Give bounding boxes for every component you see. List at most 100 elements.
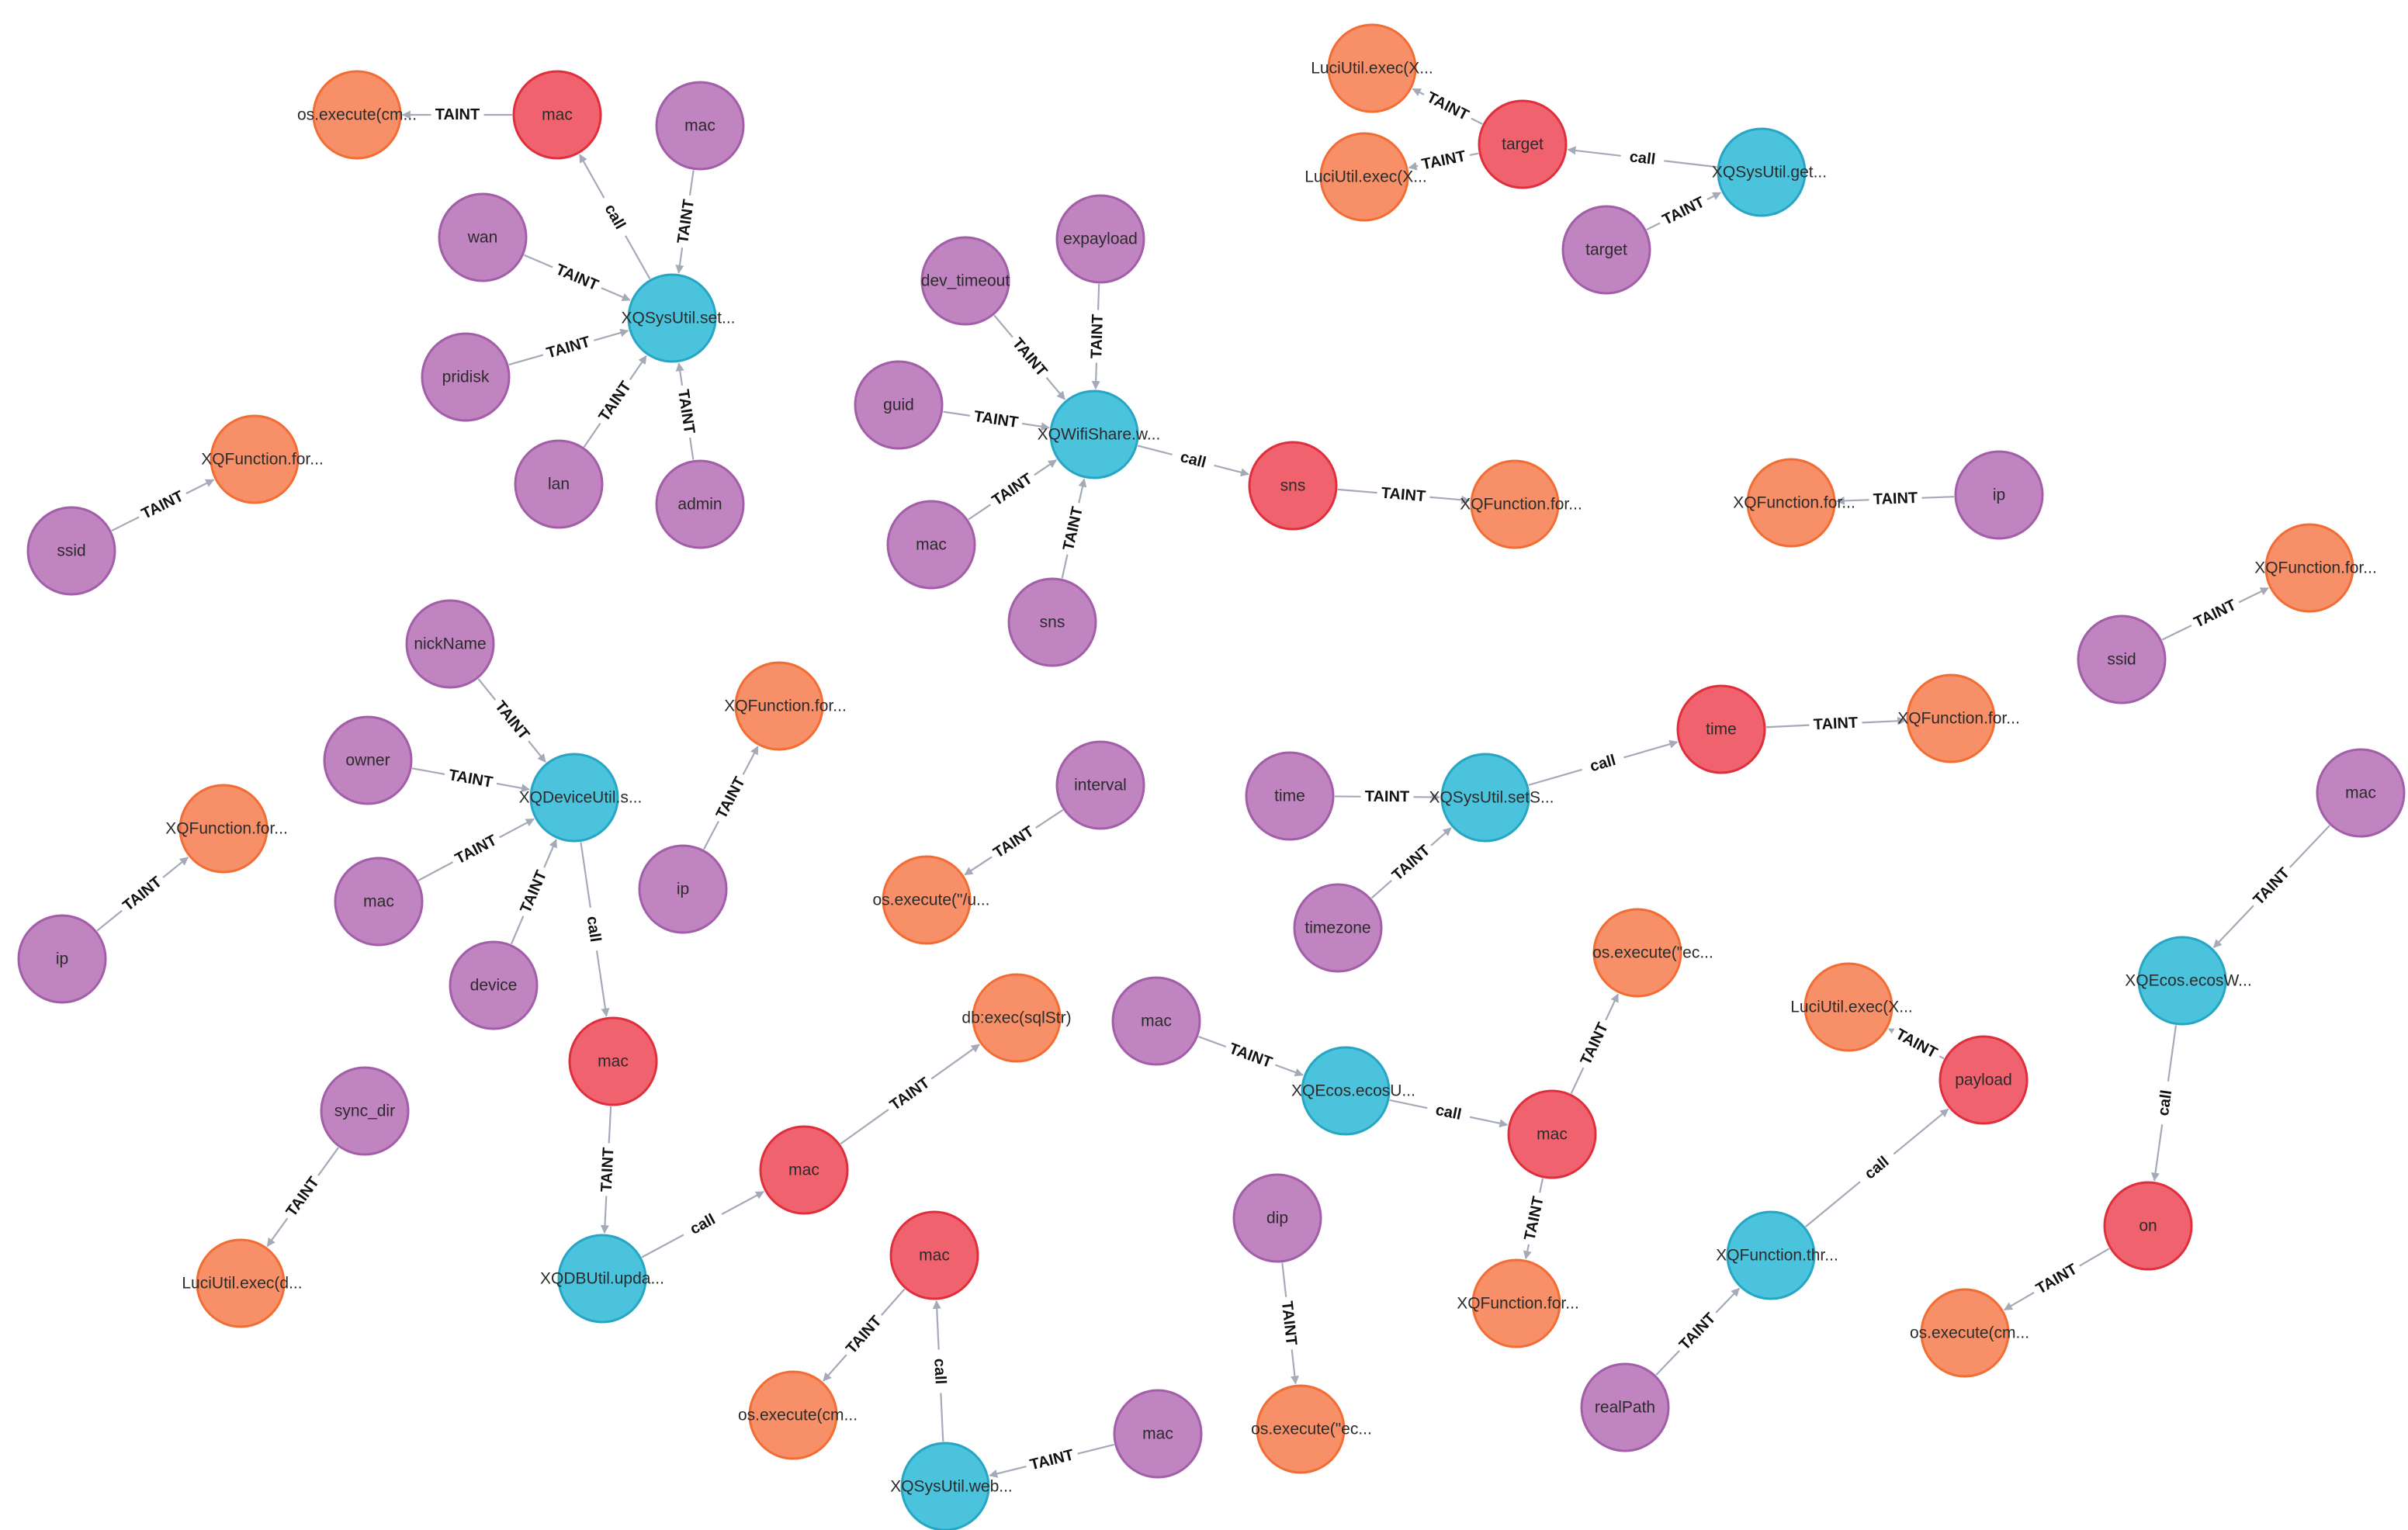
sink-node-os-execute-cm[interactable]: os.execute(cm... bbox=[738, 1370, 858, 1460]
param-node-mac[interactable]: mac bbox=[2316, 748, 2406, 838]
sink-node-xqfunction-for[interactable]: XQFunction.for... bbox=[1897, 673, 2020, 763]
param-node-circle[interactable] bbox=[920, 236, 1010, 326]
sink-node-circle[interactable] bbox=[312, 70, 402, 160]
sink-node-circle[interactable] bbox=[178, 784, 269, 874]
param-node-nickname[interactable]: nickName bbox=[405, 599, 495, 689]
var-node-mac[interactable]: mac bbox=[759, 1125, 849, 1215]
param-node-circle[interactable] bbox=[1055, 740, 1145, 830]
param-node-expayload[interactable]: expayload bbox=[1055, 194, 1145, 284]
sink-node-circle[interactable] bbox=[882, 855, 972, 945]
sink-node-xqfunction-for[interactable]: XQFunction.for... bbox=[1460, 459, 1582, 549]
sink-node-xqfunction-for[interactable]: XQFunction.for... bbox=[1733, 458, 1855, 548]
param-node-dev-timeout[interactable]: dev_timeout bbox=[920, 236, 1010, 326]
param-node-realpath[interactable]: realPath bbox=[1580, 1362, 1670, 1452]
function-node-xqfunction-thr[interactable]: XQFunction.thr... bbox=[1716, 1210, 1838, 1300]
param-node-mac[interactable]: mac bbox=[655, 81, 745, 171]
param-node-ip[interactable]: ip bbox=[17, 914, 107, 1004]
var-node-circle[interactable] bbox=[1248, 441, 1338, 531]
param-node-circle[interactable] bbox=[1111, 976, 1201, 1066]
param-node-mac[interactable]: mac bbox=[886, 500, 976, 590]
sink-node-xqfunction-for[interactable]: XQFunction.for... bbox=[201, 414, 324, 504]
param-node-mac[interactable]: mac bbox=[1111, 976, 1201, 1066]
param-node-circle[interactable] bbox=[438, 192, 528, 282]
sink-node-xqfunction-for[interactable]: XQFunction.for... bbox=[2254, 523, 2377, 613]
sink-node-circle[interactable] bbox=[1592, 908, 1682, 998]
param-node-circle[interactable] bbox=[514, 439, 604, 529]
sink-node-circle[interactable] bbox=[748, 1370, 838, 1460]
param-node-lan[interactable]: lan bbox=[514, 439, 604, 529]
function-node-circle[interactable] bbox=[627, 273, 717, 363]
param-node-circle[interactable] bbox=[1007, 577, 1097, 667]
function-node-xqsysutil-web[interactable]: XQSysUtil.web... bbox=[890, 1442, 1013, 1530]
param-node-circle[interactable] bbox=[1055, 194, 1145, 284]
param-node-ssid[interactable]: ssid bbox=[2077, 614, 2167, 704]
var-node-circle[interactable] bbox=[512, 70, 602, 160]
param-node-circle[interactable] bbox=[323, 715, 413, 805]
var-node-time[interactable]: time bbox=[1676, 684, 1766, 774]
sink-node-circle[interactable] bbox=[972, 973, 1062, 1063]
sink-node-luciutil-exec-x[interactable]: LuciUtil.exec(X... bbox=[1304, 132, 1427, 222]
function-node-xqdbutil-upda[interactable]: XQDBUtil.upda... bbox=[540, 1234, 664, 1324]
function-node-xqdeviceutil-s[interactable]: XQDeviceUtil.s... bbox=[519, 753, 643, 843]
param-node-timezone[interactable]: timezone bbox=[1293, 883, 1383, 973]
var-node-mac[interactable]: mac bbox=[889, 1210, 979, 1300]
function-node-circle[interactable] bbox=[2137, 936, 2227, 1026]
param-node-target[interactable]: target bbox=[1561, 205, 1651, 295]
param-node-circle[interactable] bbox=[655, 459, 745, 549]
param-node-circle[interactable] bbox=[1954, 450, 2044, 540]
function-node-circle[interactable] bbox=[529, 753, 619, 843]
param-node-wan[interactable]: wan bbox=[438, 192, 528, 282]
sink-node-circle[interactable] bbox=[210, 414, 300, 504]
param-node-circle[interactable] bbox=[1245, 751, 1335, 841]
param-node-circle[interactable] bbox=[655, 81, 745, 171]
sink-node-os-execute-u[interactable]: os.execute("/u... bbox=[872, 855, 990, 945]
param-node-mac[interactable]: mac bbox=[334, 857, 424, 947]
sink-node-circle[interactable] bbox=[1319, 132, 1409, 222]
param-node-circle[interactable] bbox=[17, 914, 107, 1004]
var-node-sns[interactable]: sns bbox=[1248, 441, 1338, 531]
param-node-circle[interactable] bbox=[638, 844, 728, 934]
sink-node-circle[interactable] bbox=[1471, 1258, 1561, 1348]
param-node-guid[interactable]: guid bbox=[854, 360, 944, 450]
var-node-circle[interactable] bbox=[889, 1210, 979, 1300]
param-node-ssid[interactable]: ssid bbox=[26, 506, 116, 596]
param-node-circle[interactable] bbox=[334, 857, 424, 947]
sink-node-circle[interactable] bbox=[734, 661, 824, 751]
param-node-sync-dir[interactable]: sync_dir bbox=[320, 1066, 410, 1156]
param-node-admin[interactable]: admin bbox=[655, 459, 745, 549]
param-node-ip[interactable]: ip bbox=[1954, 450, 2044, 540]
param-node-circle[interactable] bbox=[1232, 1173, 1322, 1263]
param-node-device[interactable]: device bbox=[449, 940, 539, 1030]
var-node-mac[interactable]: mac bbox=[568, 1016, 658, 1106]
param-node-circle[interactable] bbox=[26, 506, 116, 596]
sink-node-circle[interactable] bbox=[1256, 1384, 1346, 1474]
param-node-circle[interactable] bbox=[1580, 1362, 1670, 1452]
sink-node-db-exec-sqlstr[interactable]: db:exec(sqlStr) bbox=[961, 973, 1072, 1063]
sink-node-luciutil-exec-x[interactable]: LuciUtil.exec(X... bbox=[1311, 23, 1433, 113]
param-node-circle[interactable] bbox=[421, 332, 511, 422]
var-node-circle[interactable] bbox=[1478, 99, 1568, 189]
sink-node-circle[interactable] bbox=[196, 1238, 286, 1328]
sink-node-circle[interactable] bbox=[1327, 23, 1417, 113]
sink-node-circle[interactable] bbox=[1803, 962, 1893, 1052]
param-node-circle[interactable] bbox=[2077, 614, 2167, 704]
function-node-xqwifishare-w[interactable]: XQWifiShare.w... bbox=[1038, 389, 1161, 479]
var-node-circle[interactable] bbox=[568, 1016, 658, 1106]
param-node-interval[interactable]: interval bbox=[1055, 740, 1145, 830]
param-node-circle[interactable] bbox=[854, 360, 944, 450]
param-node-circle[interactable] bbox=[320, 1066, 410, 1156]
sink-node-xqfunction-for[interactable]: XQFunction.for... bbox=[1457, 1258, 1579, 1348]
var-node-payload[interactable]: payload bbox=[1939, 1035, 2029, 1125]
function-node-circle[interactable] bbox=[1301, 1046, 1391, 1136]
function-node-circle[interactable] bbox=[900, 1442, 990, 1530]
function-node-xqecos-ecosw[interactable]: XQEcos.ecosW... bbox=[2125, 936, 2252, 1026]
sink-node-circle[interactable] bbox=[1470, 459, 1560, 549]
sink-node-circle[interactable] bbox=[1920, 1288, 2010, 1378]
sink-node-xqfunction-for[interactable]: XQFunction.for... bbox=[165, 784, 288, 874]
function-node-xqsysutil-get[interactable]: XQSysUtil.get... bbox=[1712, 127, 1827, 217]
var-node-circle[interactable] bbox=[759, 1125, 849, 1215]
sink-node-luciutil-exec-d[interactable]: LuciUtil.exec(d... bbox=[182, 1238, 303, 1328]
param-node-pridisk[interactable]: pridisk bbox=[421, 332, 511, 422]
var-node-mac[interactable]: mac bbox=[512, 70, 602, 160]
function-node-circle[interactable] bbox=[1049, 389, 1139, 479]
